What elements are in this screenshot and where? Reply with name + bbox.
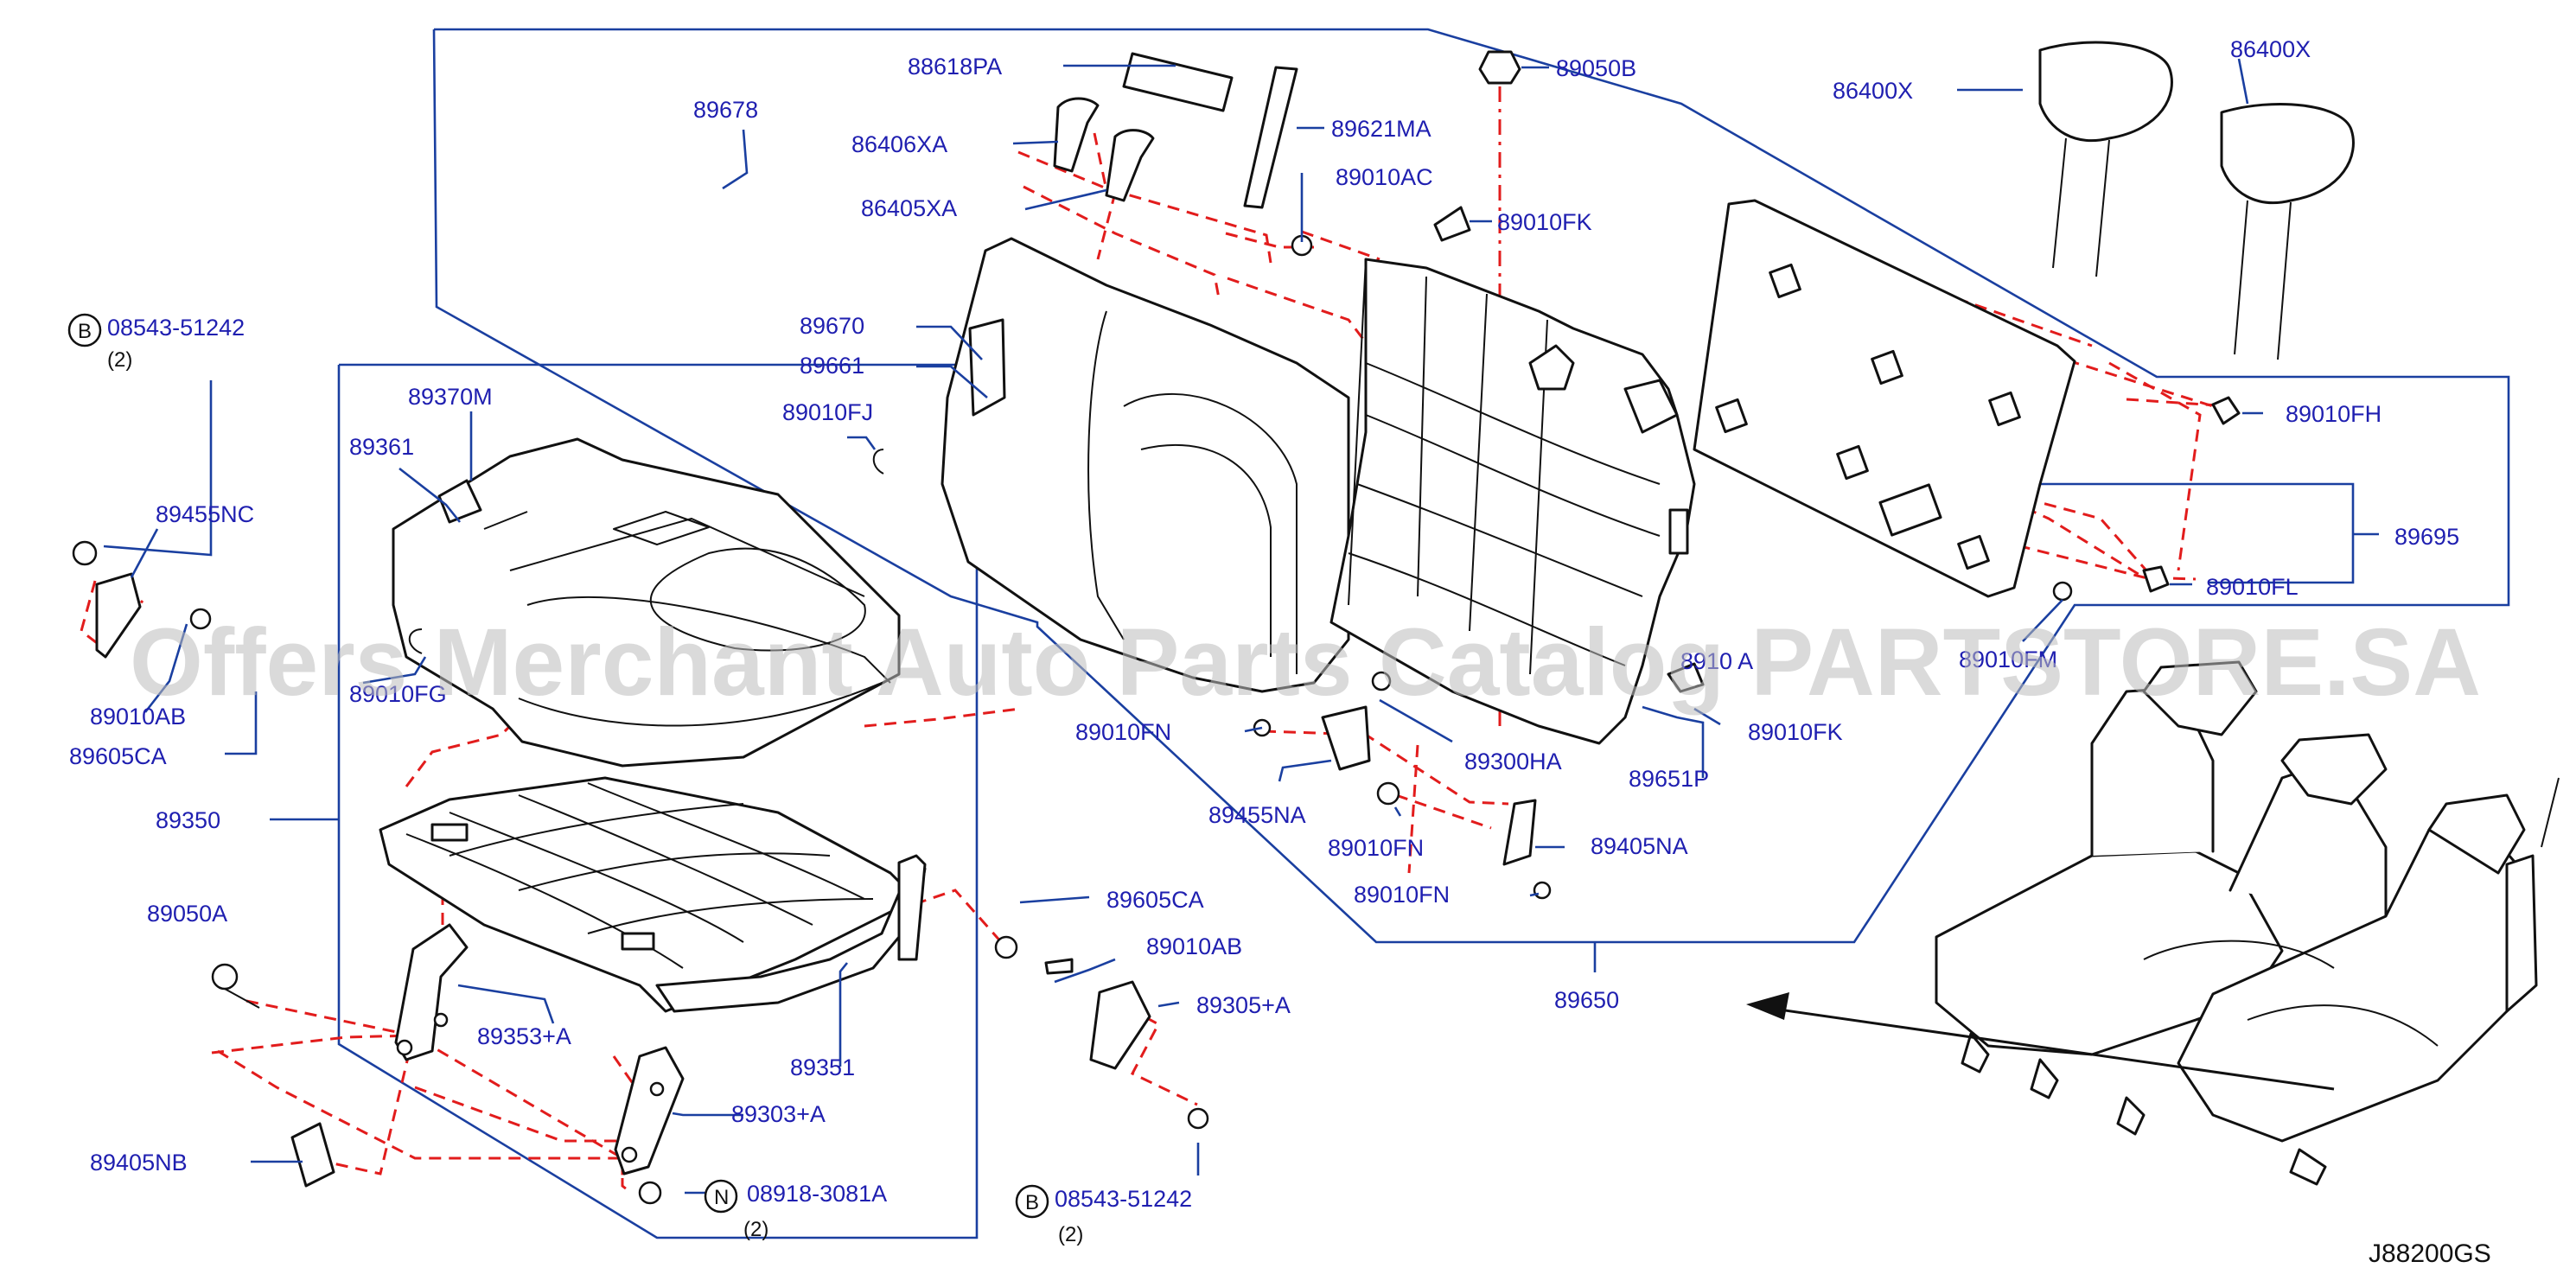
label-89670: 89670 bbox=[800, 313, 864, 339]
label-89300HA: 89300HA bbox=[1464, 749, 1562, 774]
frame-lines bbox=[270, 28, 2510, 1239]
label-89010FH: 89010FH bbox=[2286, 401, 2382, 427]
leader-lines bbox=[103, 58, 2263, 1195]
label-86400X-b: 86400X bbox=[2230, 36, 2311, 62]
label-89605CA-left: 89605CA bbox=[69, 743, 167, 769]
small-parts bbox=[72, 50, 2241, 1205]
label-89695: 89695 bbox=[2394, 524, 2459, 550]
label-89455NA: 89455NA bbox=[1208, 802, 1306, 828]
label-89305A: 89305+A bbox=[1196, 992, 1291, 1018]
headrests-illustration bbox=[2038, 41, 2355, 360]
label-89010FJ: 89010FJ bbox=[782, 399, 873, 425]
label-89353A: 89353+A bbox=[477, 1023, 571, 1049]
label-89010AB-mid: 89010AB bbox=[1146, 933, 1242, 959]
label-89050B: 89050B bbox=[1556, 55, 1636, 81]
watermark: Offers Merchant Auto Parts Catalog PARTS… bbox=[130, 609, 2481, 716]
label-89678: 89678 bbox=[693, 97, 758, 123]
badge-n-bottom: N bbox=[714, 1186, 729, 1209]
label-89010FN-b: 89010FN bbox=[1328, 835, 1424, 861]
label-88618PA: 88618PA bbox=[908, 54, 1002, 80]
label-08543-left-qty: (2) bbox=[107, 348, 132, 372]
label-86405XA: 86405XA bbox=[861, 195, 957, 221]
label-08543-bottom: 08543-51242 bbox=[1055, 1186, 1192, 1212]
seat-cushion-illustration bbox=[392, 437, 901, 768]
label-89010FK-mid: 89010FK bbox=[1748, 719, 1843, 745]
label-8910-partial: 8910 A bbox=[1680, 648, 1753, 674]
label-89405NB: 89405NB bbox=[90, 1150, 188, 1176]
label-08918-qty: (2) bbox=[743, 1218, 768, 1241]
label-89010FM-partial: 89010FM bbox=[1959, 647, 2057, 672]
label-89303A: 89303+A bbox=[731, 1101, 826, 1127]
label-89010AB-left: 89010AB bbox=[90, 704, 186, 730]
badge-b-bottom: B bbox=[1025, 1191, 1039, 1214]
label-89010FN-a: 89010FN bbox=[1075, 719, 1171, 745]
label-08918-3081A: 08918-3081A bbox=[747, 1181, 887, 1207]
label-89010FK-top: 89010FK bbox=[1497, 209, 1592, 235]
label-89650: 89650 bbox=[1554, 987, 1619, 1013]
label-89605CA-mid: 89605CA bbox=[1106, 887, 1204, 913]
label-89370M: 89370M bbox=[408, 384, 493, 410]
label-86400X-a: 86400X bbox=[1833, 78, 1913, 104]
label-08543-left: 08543-51242 bbox=[107, 315, 245, 341]
label-89621MA: 89621MA bbox=[1331, 116, 1431, 142]
label-89361: 89361 bbox=[349, 434, 414, 460]
badge-b-left: B bbox=[78, 320, 92, 343]
label-86406XA: 86406XA bbox=[851, 131, 947, 157]
label-89405NA: 89405NA bbox=[1591, 833, 1688, 859]
label-89010FG: 89010FG bbox=[349, 681, 447, 707]
hinge-brackets bbox=[394, 923, 685, 1176]
label-89010FL: 89010FL bbox=[2206, 574, 2299, 600]
label-08543-bottom-qty: (2) bbox=[1058, 1223, 1083, 1246]
label-89010FN-c: 89010FN bbox=[1354, 882, 1450, 908]
seat-frame-illustration bbox=[379, 776, 927, 1013]
assembled-seat-illustration bbox=[1746, 660, 2560, 1186]
diagram-code: J88200GS bbox=[2369, 1239, 2491, 1268]
circled-badges: B B N bbox=[67, 313, 1049, 1219]
label-89050A: 89050A bbox=[147, 901, 227, 927]
label-89661: 89661 bbox=[800, 353, 864, 379]
label-89351: 89351 bbox=[790, 1054, 855, 1080]
label-89455NC: 89455NC bbox=[156, 501, 254, 527]
back-panel-illustration bbox=[1693, 199, 2076, 598]
seat-back-frame-illustration bbox=[1329, 258, 1696, 745]
label-89350: 89350 bbox=[156, 807, 220, 833]
label-89010AC: 89010AC bbox=[1336, 164, 1433, 190]
part-labels: 88618PA 89678 86406XA 89621MA 89010AC 89… bbox=[69, 36, 2459, 1246]
label-89651P: 89651P bbox=[1629, 766, 1709, 792]
